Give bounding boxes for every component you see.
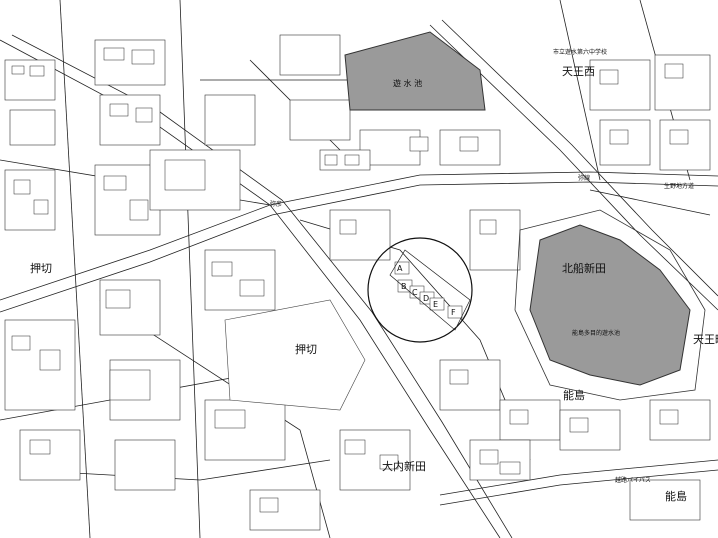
label-station-top: 生野地方道 (664, 182, 694, 190)
label-school: 市立遊水第六中学校 (553, 48, 607, 56)
site-parcel-outline (389, 249, 471, 331)
label-nojima-bottom: 能島 (665, 489, 687, 503)
site-circle-group: A B C D E F (367, 237, 473, 343)
label-oshikiri-left: 押切 (30, 261, 52, 275)
pond-top-shape (344, 31, 486, 111)
small-buildings (11, 47, 689, 513)
marker-f: F (451, 308, 456, 317)
site-lot-e (429, 297, 445, 311)
label-railway: 弥彦 (270, 200, 282, 208)
label-rail-name: 弥線 (578, 174, 590, 182)
site-lot-f (447, 305, 463, 319)
marker-e: E (433, 300, 438, 309)
label-bypass: 越路バイパス (615, 476, 651, 484)
marker-c: C (412, 288, 418, 297)
open-field (224, 299, 366, 411)
label-oshikiri-center: 押切 (295, 342, 317, 356)
site-circle (367, 237, 473, 343)
pond-right-embankment (514, 209, 706, 401)
marker-d: D (423, 294, 429, 303)
label-nojima-mid: 能島 (563, 388, 585, 402)
label-ouchi-shinden: 大内新田 (382, 459, 426, 473)
label-tenma-nishi: 天王西 (562, 65, 595, 78)
pond-right-shape (529, 224, 691, 386)
label-pond-right: 能島多目的遊水池 (572, 329, 620, 337)
label-pond-top: 遊 水 池 (393, 78, 422, 88)
label-kitafuna-shinden: 北船新田 (562, 261, 606, 275)
label-tenma-right: 天王町 (693, 333, 718, 346)
marker-a: A (397, 264, 403, 273)
site-lot-a (394, 261, 410, 275)
marker-b: B (401, 282, 407, 291)
